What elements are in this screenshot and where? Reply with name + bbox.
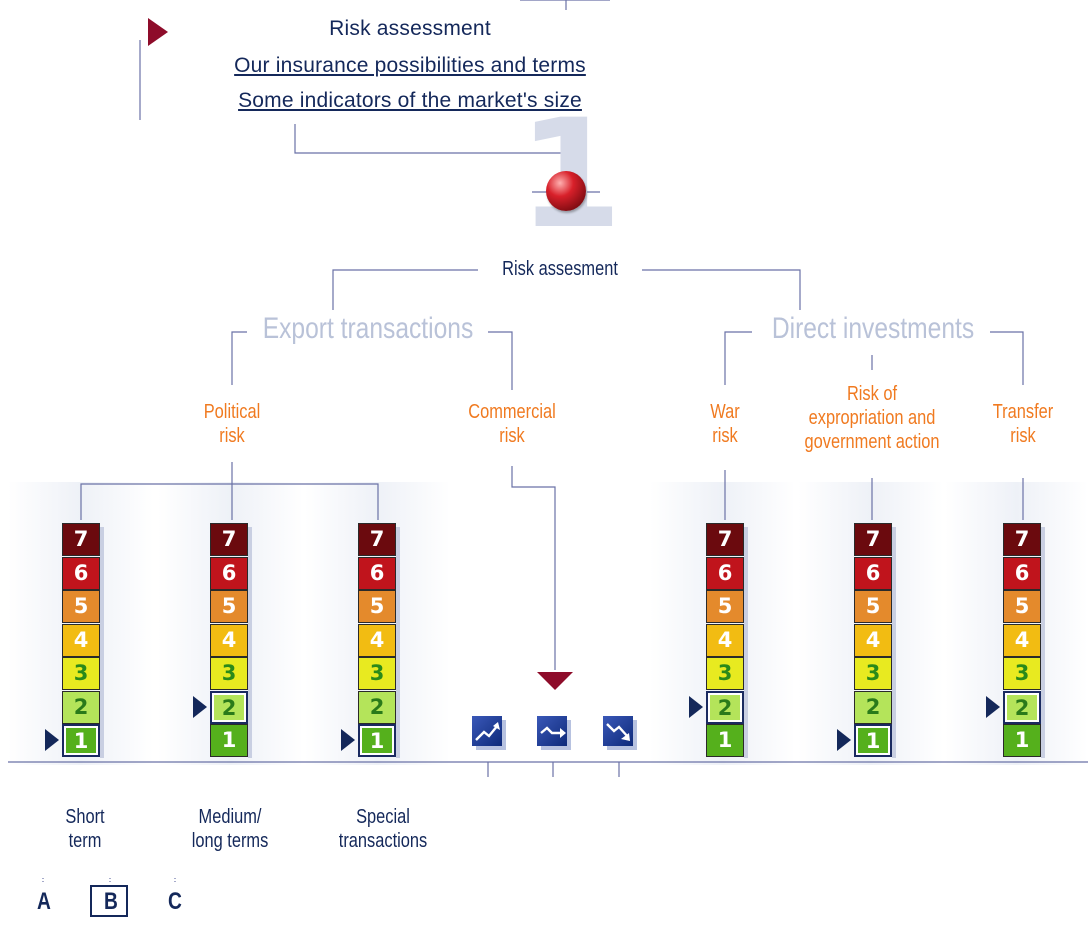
risk-level-3[interactable]: 3	[706, 657, 744, 690]
risk-level-3[interactable]: 3	[854, 657, 892, 690]
label-political-risk[interactable]: Political risk	[203, 401, 261, 447]
label-expropriation-risk[interactable]: Risk of expropriation and government act…	[804, 383, 940, 453]
risk-level-6[interactable]: 6	[854, 556, 892, 590]
risk-level-1[interactable]: 1	[210, 724, 248, 757]
risk-level-7[interactable]: 7	[706, 523, 744, 556]
risk-level-2[interactable]: 2	[62, 690, 100, 724]
category-b: B	[104, 888, 118, 915]
label-transfer-risk[interactable]: Transfer risk	[992, 401, 1054, 447]
risk-level-1[interactable]: 1	[358, 724, 396, 757]
nav-link-market-size[interactable]: Some indicators of the market's size	[238, 89, 582, 112]
risk-level-2[interactable]: 2	[1003, 690, 1041, 724]
scale-shadow	[248, 527, 252, 758]
risk-level-4[interactable]: 4	[706, 623, 744, 657]
section-export-transactions[interactable]: Export transactions	[253, 312, 483, 346]
risk-level-2[interactable]: 2	[358, 690, 396, 724]
risk-level-6[interactable]: 6	[706, 556, 744, 590]
risk-level-4[interactable]: 4	[62, 623, 100, 657]
risk-level-6[interactable]: 6	[62, 556, 100, 590]
level-pointer-icon	[986, 695, 1000, 718]
risk-level-2[interactable]: 2	[706, 690, 744, 724]
nav-title: Risk assessment	[329, 17, 491, 40]
section-direct-investments[interactable]: Direct investments	[762, 312, 984, 346]
category-b-box[interactable]: B	[90, 885, 128, 917]
risk-level-5[interactable]: 5	[62, 590, 100, 623]
risk-level-7[interactable]: 7	[358, 523, 396, 556]
risk-level-1[interactable]: 1	[854, 724, 892, 757]
label-war-risk[interactable]: War risk	[710, 401, 740, 447]
risk-level-6[interactable]: 6	[358, 556, 396, 590]
risk-level-5[interactable]: 5	[210, 590, 248, 623]
label-medium-long-terms[interactable]: Medium/ long terms	[191, 806, 269, 852]
risk-level-7[interactable]: 7	[854, 523, 892, 556]
level-pointer-icon	[341, 729, 355, 751]
risk-level-4[interactable]: 4	[210, 623, 248, 657]
risk-level-2[interactable]: 2	[854, 690, 892, 724]
risk-level-3[interactable]: 3	[62, 657, 100, 690]
trend-down-icon[interactable]	[603, 716, 633, 746]
root-label: Risk assesment	[478, 258, 642, 281]
risk-level-1[interactable]: 1	[1003, 724, 1041, 757]
level-pointer-icon	[193, 695, 207, 718]
risk-level-6[interactable]: 6	[1003, 556, 1041, 590]
category-c[interactable]: C	[168, 888, 182, 915]
risk-level-7[interactable]: 7	[210, 523, 248, 556]
label-special-transactions[interactable]: Special transactions	[338, 806, 428, 852]
globe-icon[interactable]	[546, 171, 586, 211]
scale-shadow	[396, 527, 400, 758]
label-commercial-risk[interactable]: Commercial risk	[468, 401, 556, 447]
trend-flat-icon[interactable]	[537, 716, 567, 746]
scale-shadow	[744, 527, 748, 758]
top-nav: Risk assessment Our insurance possibilit…	[180, 17, 640, 127]
risk-level-6[interactable]: 6	[210, 556, 248, 590]
risk-level-4[interactable]: 4	[358, 623, 396, 657]
risk-level-5[interactable]: 5	[358, 590, 396, 623]
risk-level-7[interactable]: 7	[62, 523, 100, 556]
risk-level-3[interactable]: 3	[1003, 657, 1041, 690]
trend-up-icon[interactable]	[472, 716, 502, 746]
level-pointer-icon	[837, 729, 851, 751]
risk-level-1[interactable]: 1	[62, 724, 100, 757]
scale-shadow	[892, 527, 896, 758]
level-pointer-icon	[689, 695, 703, 718]
risk-level-4[interactable]: 4	[1003, 623, 1041, 657]
level-pointer-icon	[45, 729, 59, 751]
risk-level-5[interactable]: 5	[854, 590, 892, 623]
risk-level-2[interactable]: 2	[210, 690, 248, 724]
nav-link-insurance[interactable]: Our insurance possibilities and terms	[234, 54, 586, 77]
label-short-term[interactable]: Short term	[65, 806, 105, 852]
category-a[interactable]: A	[37, 888, 51, 915]
risk-level-5[interactable]: 5	[1003, 590, 1041, 623]
risk-level-1[interactable]: 1	[706, 724, 744, 757]
risk-level-4[interactable]: 4	[854, 623, 892, 657]
risk-level-3[interactable]: 3	[358, 657, 396, 690]
scale-shadow	[100, 527, 104, 758]
risk-level-3[interactable]: 3	[210, 657, 248, 690]
scale-shadow	[1041, 527, 1045, 758]
risk-level-5[interactable]: 5	[706, 590, 744, 623]
risk-level-7[interactable]: 7	[1003, 523, 1041, 556]
